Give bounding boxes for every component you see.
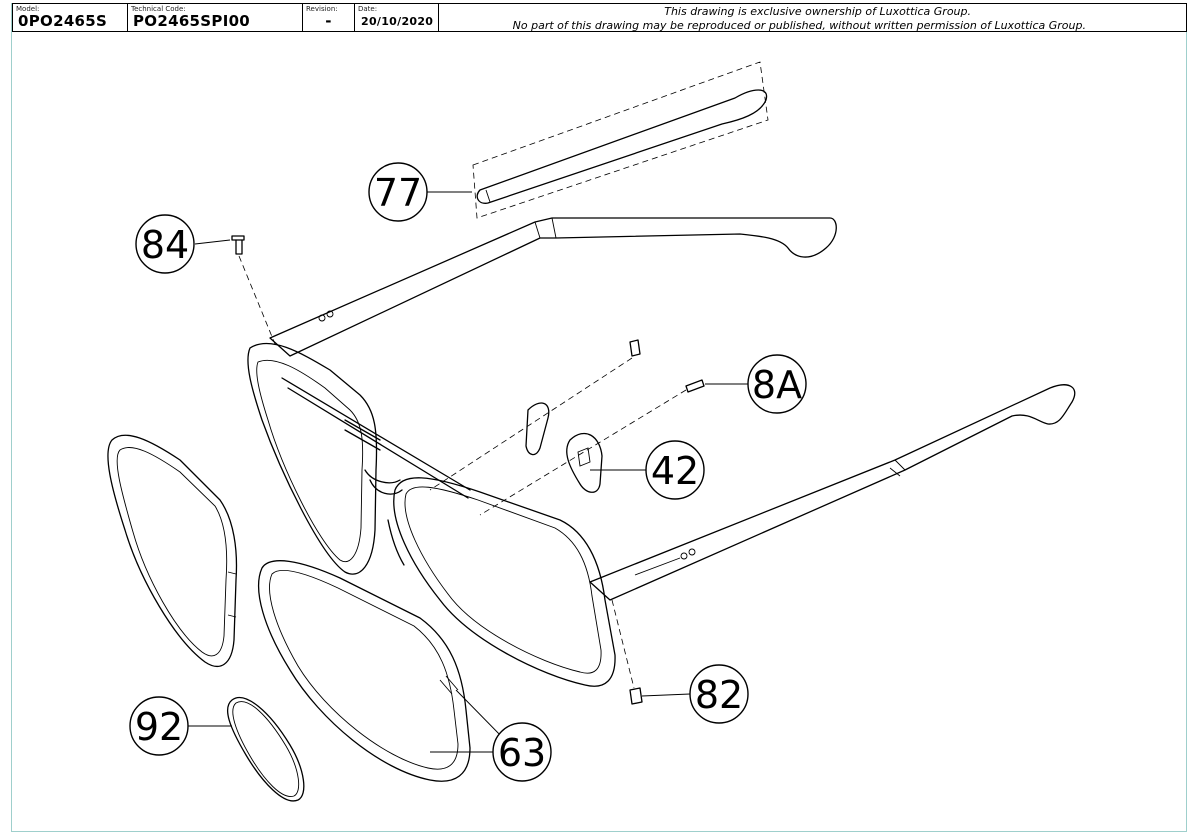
hinge-screw-part-82	[611, 599, 691, 705]
temple-tip-part-77	[472, 61, 769, 219]
title-block: Model: 0PO2465S Technical Code: PO2465SP…	[12, 3, 1187, 32]
model-cell: Model: 0PO2465S	[13, 4, 128, 31]
technical-code-value: PO2465SPI00	[133, 12, 251, 30]
frame-front-right-rim	[387, 477, 616, 687]
lens-part-63	[258, 560, 506, 782]
callout-42: 42	[645, 440, 705, 500]
callout-63: 63	[492, 722, 552, 782]
model-label: Model:	[16, 5, 40, 13]
callout-8A: 8A	[747, 354, 807, 414]
lens-ring-left	[107, 434, 238, 667]
callout-92: 92	[129, 696, 189, 756]
frame-bridge	[281, 377, 471, 499]
callout-84: 84	[135, 214, 195, 274]
technical-code-cell: Technical Code: PO2465SPI00	[128, 4, 303, 31]
callout-92-label: 92	[135, 705, 183, 749]
date-cell: Date: 20/10/2020	[355, 4, 439, 31]
ownership-notice-cell: This drawing is exclusive ownership of L…	[439, 4, 1186, 32]
revision-label: Revision:	[306, 5, 338, 13]
callout-77-label: 77	[374, 171, 422, 215]
revision-value: -	[325, 12, 332, 30]
temple-arm-bottom	[589, 384, 1076, 601]
temple-arm-top	[269, 217, 837, 357]
date-value: 20/10/2020	[361, 15, 434, 28]
gasket-ring-part-92	[188, 697, 305, 802]
nose-pad-part-42	[566, 432, 646, 493]
ownership-notice-line-1: This drawing is exclusive ownership of L…	[664, 5, 971, 18]
model-value: 0PO2465S	[18, 12, 108, 30]
frame-front-left-rim	[247, 342, 378, 575]
callout-82-label: 82	[695, 673, 743, 717]
callout-63-label: 63	[498, 731, 546, 775]
nose-pad-left	[429, 339, 641, 491]
revision-cell: Revision: -	[303, 4, 355, 31]
technical-code-label: Technical Code:	[131, 5, 186, 13]
callout-42-label: 42	[651, 449, 699, 493]
callout-77: 77	[368, 162, 472, 222]
ownership-notice-line-2: No part of this drawing may be reproduce…	[512, 19, 1086, 32]
callout-8A-label: 8A	[752, 363, 802, 407]
nose-pad-screw-part-8A	[479, 379, 748, 516]
hinge-screw-part-84	[194, 235, 276, 345]
callout-82: 82	[689, 664, 749, 724]
date-label: Date:	[358, 5, 378, 13]
callout-84-label: 84	[141, 223, 189, 267]
